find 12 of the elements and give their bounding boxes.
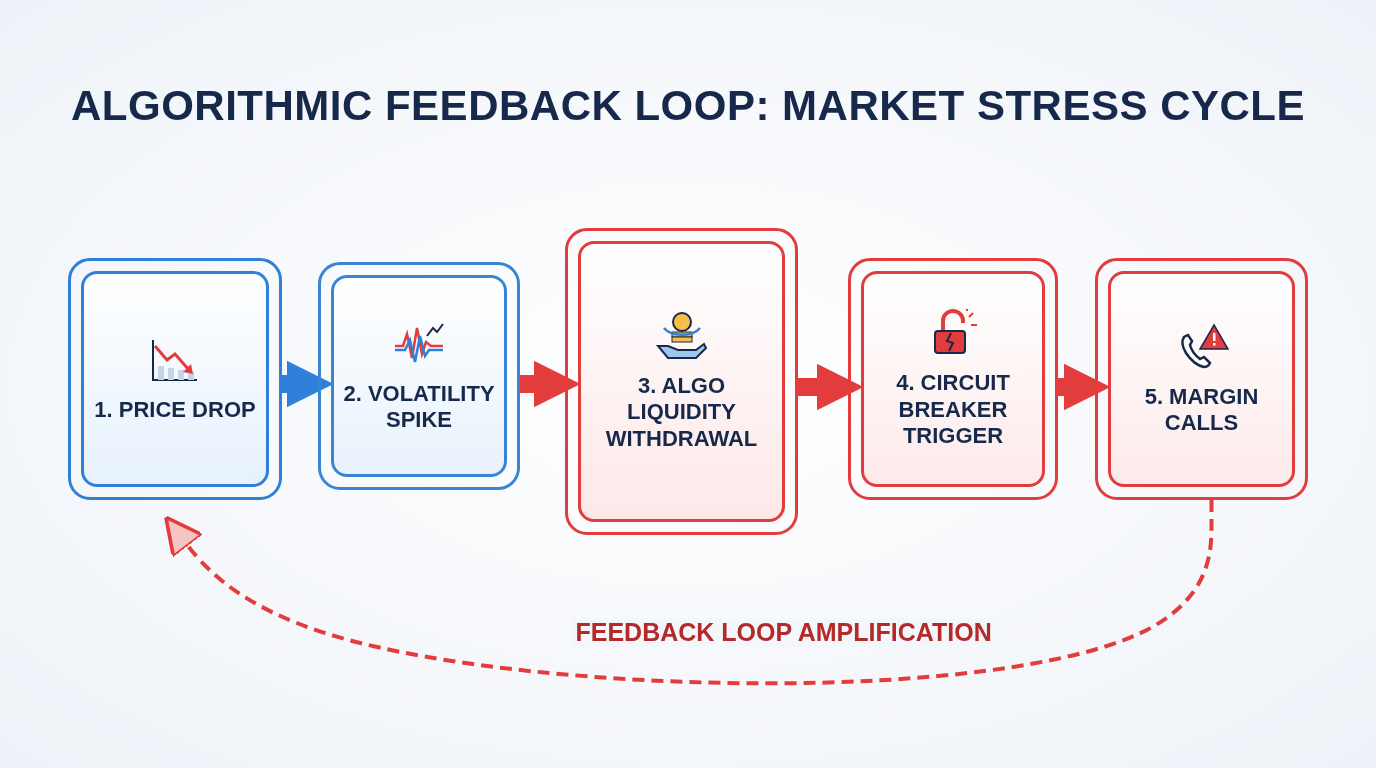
process-box <box>68 258 282 500</box>
step-label: 5. MARGIN CALLS <box>1143 383 1260 437</box>
dashed-feedback-arrow <box>164 500 1214 686</box>
step-label: 1. PRICE DROP <box>94 396 256 424</box>
step-label: 3. ALGO LIQUIDITY WITHDRAWAL <box>604 372 759 453</box>
step-label: 2. VOLATILITY SPIKE <box>342 380 496 434</box>
process-box <box>565 228 798 535</box>
diagram-title: ALGORITHMIC FEEDBACK LOOP: MARKET STRESS CYCLE <box>70 82 1306 130</box>
process-box <box>848 258 1058 500</box>
process-box <box>318 262 520 490</box>
step-label: 4. CIRCUIT BREAKER TRIGGER <box>895 370 1011 450</box>
process-box <box>1095 258 1308 500</box>
